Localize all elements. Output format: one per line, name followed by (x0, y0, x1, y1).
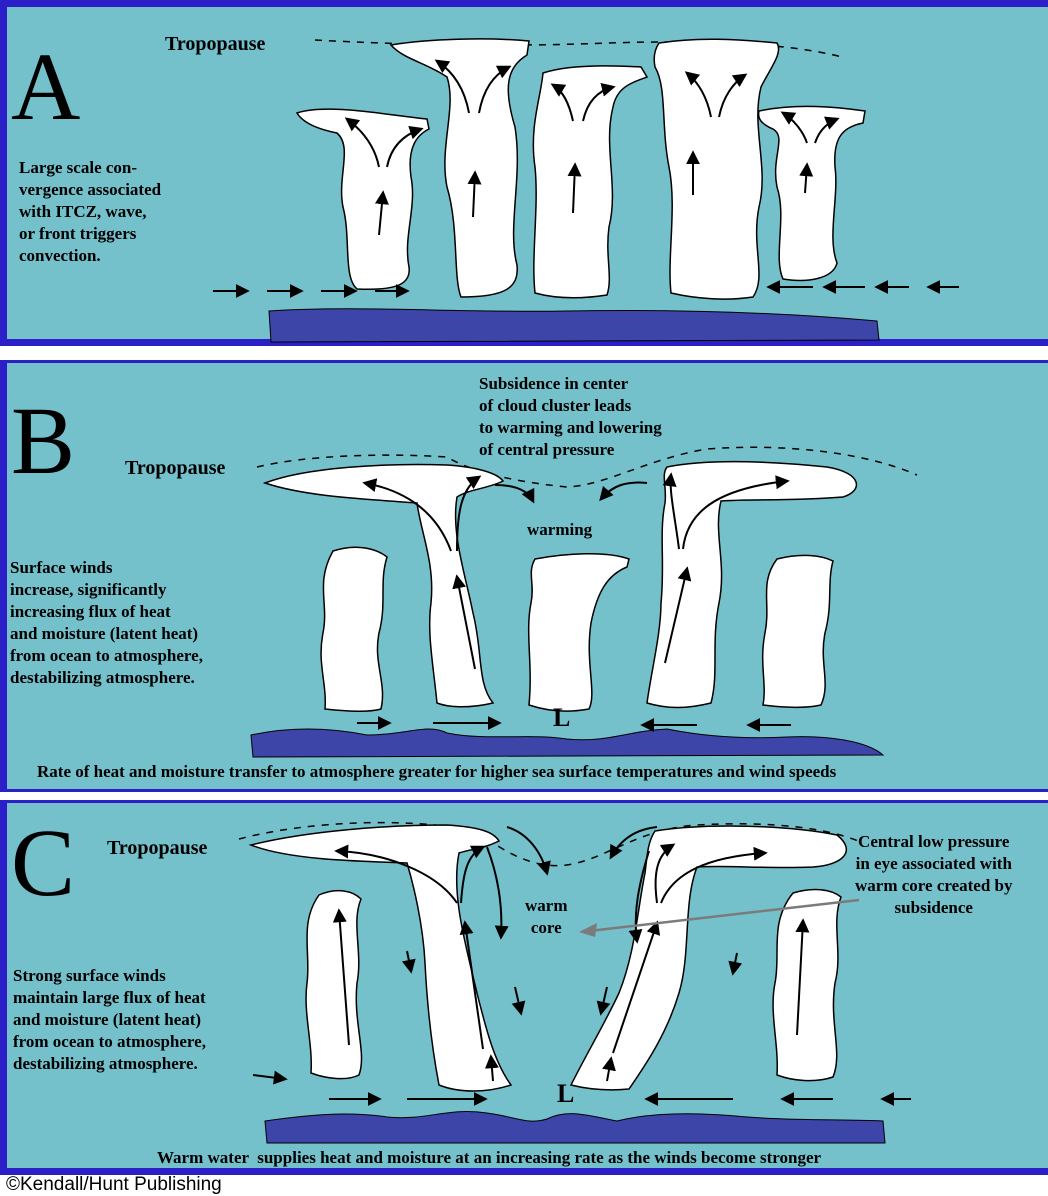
cloud-tower (297, 109, 429, 289)
low-pressure-label: L (557, 1083, 574, 1105)
panel-a-diagram (7, 7, 1048, 346)
tropopause-label: Tropopause (107, 837, 207, 859)
panel-b: B Tropopause Subsidence in center of clo… (0, 360, 1048, 792)
cloud-tower (306, 891, 361, 1079)
cloud-tower (529, 554, 629, 711)
cloud-tower (265, 465, 503, 707)
tropopause-label: Tropopause (165, 33, 265, 55)
cloud-tower (773, 890, 841, 1081)
cloud-tower (321, 547, 387, 711)
convergence-note: Large scale con- vergence associated wit… (19, 157, 161, 267)
cloud-tower (654, 39, 778, 299)
warming-label: warming (527, 519, 592, 541)
panel-a: A Tropopause Large scale con- vergence a… (0, 0, 1048, 346)
panel-letter: C (11, 815, 75, 911)
cloud-tower (759, 106, 865, 280)
surface-winds-note: Surface winds increase, significantly in… (10, 557, 203, 689)
central-low-note: Central low pressure in eye associated w… (855, 831, 1013, 919)
ocean-surface (269, 309, 879, 342)
ocean-surface (251, 729, 883, 757)
caption: Rate of heat and moisture transfer to at… (37, 761, 836, 783)
panel-c: C Tropopause warm core Central low press… (0, 800, 1048, 1175)
cloud-tower (533, 66, 647, 298)
cloud-tower (763, 555, 833, 707)
cloud-tower (251, 825, 511, 1091)
panel-letter: B (11, 393, 75, 489)
ocean-surface (265, 1111, 885, 1143)
low-pressure-label: L (553, 707, 570, 729)
tropopause-label: Tropopause (125, 457, 225, 479)
warm-core-label: warm core (525, 895, 567, 939)
panel-letter: A (11, 39, 80, 135)
cloud-tower (391, 39, 529, 297)
caption: Warm water supplies heat and moisture at… (157, 1147, 821, 1169)
subsidence-note: Subsidence in center of cloud cluster le… (479, 373, 662, 461)
strong-winds-note: Strong surface winds maintain large flux… (13, 965, 206, 1075)
